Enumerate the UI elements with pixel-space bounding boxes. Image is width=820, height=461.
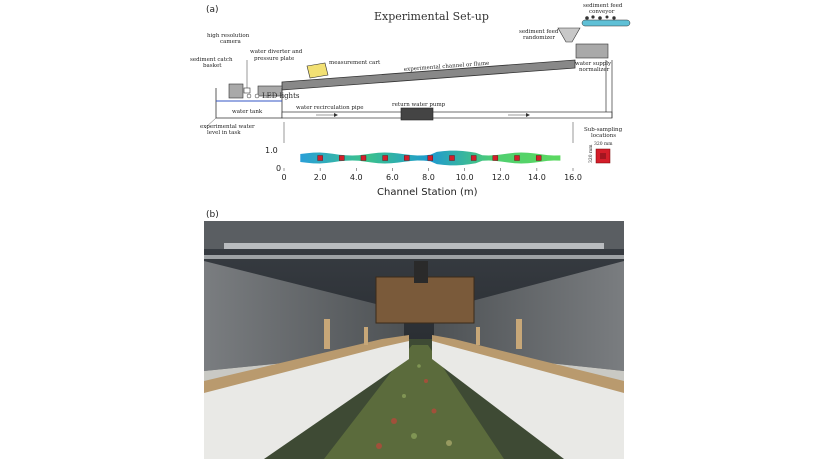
measurement-cart-label: measurement cart — [329, 60, 381, 66]
panel-a-letter: (a) — [206, 5, 219, 15]
flow-arrow-head — [334, 113, 338, 117]
x-axis-title: Channel Station (m) — [377, 187, 478, 198]
led-light-icon — [254, 93, 260, 99]
subsampling-label-1: Sub-sampling — [584, 127, 623, 133]
x-tick-label: 6.0 — [386, 173, 399, 182]
flow-arrow-head — [526, 113, 530, 117]
y-tick-label: 0 — [276, 164, 281, 173]
x-tick-label: 10.0 — [456, 173, 474, 182]
camera-icon — [243, 87, 251, 94]
sediment-particle — [612, 16, 616, 20]
subsample-marker — [317, 155, 323, 161]
subsampling-size-horizontal: 320 mm — [594, 141, 613, 147]
subsample-marker — [470, 155, 477, 161]
subsample-marker — [427, 155, 434, 161]
subsample-marker — [339, 155, 345, 161]
water-supply-label-2: normalizer — [579, 67, 610, 73]
sediment-catch-basket-label-2: basket — [203, 63, 222, 69]
water-supply-normalizer — [575, 43, 609, 59]
sediment-feed-conveyor — [581, 19, 631, 27]
camera-label-1: high resolution — [207, 33, 250, 39]
subsample-marker — [360, 155, 367, 161]
water-diverter-label-1: water diverter and — [250, 49, 303, 55]
measurement-cart — [306, 62, 329, 79]
water-tank-label: water tank — [232, 109, 263, 115]
flume-photograph — [204, 221, 624, 459]
subsample-marker — [492, 155, 499, 161]
x-axis-ticks: 0 2.0 4.0 6.0 8.0 10.0 12.0 14.0 16.0 — [281, 168, 582, 182]
sediment-feed-randomizer — [557, 27, 581, 43]
sediment-particle — [591, 15, 595, 19]
x-tick-label: 16.0 — [564, 173, 582, 182]
experimental-water-level-label-2: level in task — [207, 130, 241, 136]
water-supply-label-1: water supply — [575, 61, 612, 67]
x-tick-label: 14.0 — [528, 173, 546, 182]
sediment-catch-basket — [228, 83, 244, 99]
x-tick-label: 8.0 — [422, 173, 435, 182]
sediment-conveyor-label-2: conveyor — [589, 9, 615, 15]
subsample-marker — [514, 155, 520, 161]
sediment-particle — [598, 16, 602, 20]
experimental-water-level-label-1: experimental water — [200, 124, 255, 130]
return-water-pump — [400, 107, 434, 121]
subsample-markers — [317, 155, 542, 161]
sediment-randomizer-label-2: randomizer — [523, 35, 555, 41]
subsample-marker — [404, 155, 410, 161]
water-level-leader — [204, 117, 217, 129]
subsample-marker — [535, 155, 542, 161]
sediment-particle — [585, 16, 589, 20]
x-tick-label: 2.0 — [314, 173, 327, 182]
subsample-marker — [382, 155, 388, 161]
led-lights-label: LED lights — [262, 92, 300, 100]
water-diverter-label-2: pressure plate — [254, 56, 294, 62]
panel-a-title: Experimental Set-up — [374, 10, 489, 23]
sediment-catch-basket-label-1: sediment catch — [190, 57, 233, 63]
x-tick-label: 4.0 — [350, 173, 363, 182]
water-tank — [215, 88, 283, 119]
x-tick-label: 12.0 — [492, 173, 510, 182]
sediment-particle — [605, 15, 609, 19]
water-recirculation-pipe-label: water recirculation pipe — [296, 105, 363, 111]
subsampling-label-2: locations — [591, 133, 616, 139]
sediment-conveyor-label-1: sediment feed — [583, 3, 623, 9]
camera-label-2: camera — [220, 39, 241, 45]
sediment-randomizer-label-1: sediment feed — [519, 29, 559, 35]
led-light-icon — [246, 93, 252, 99]
subsampling-inset-inner — [600, 153, 606, 159]
panel-b-letter: (b) — [206, 210, 219, 220]
x-tick-label: 0 — [281, 173, 286, 182]
y-tick-label: 1.0 — [265, 146, 278, 155]
return-water-pump-label: return water pump — [392, 102, 446, 108]
subsample-marker — [449, 155, 455, 161]
subsampling-size-vertical: 320 mm — [588, 144, 594, 163]
